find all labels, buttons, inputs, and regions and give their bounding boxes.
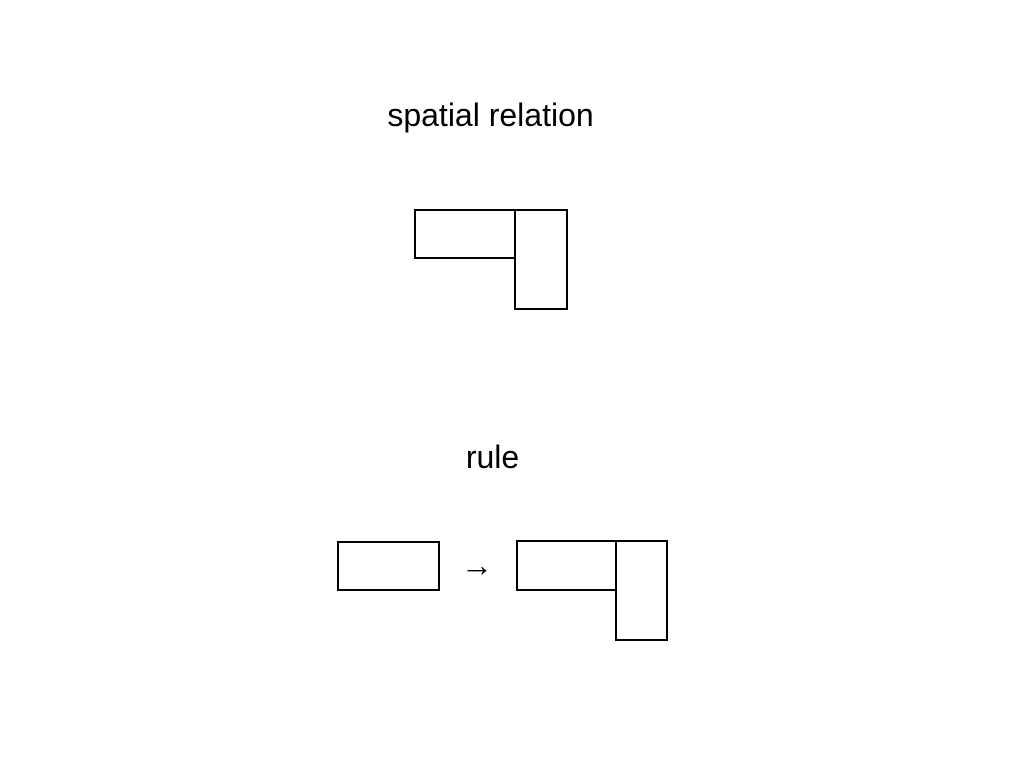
figure-horizontal-rect	[414, 209, 516, 259]
rule-rhs-horizontal-rect	[516, 540, 617, 591]
page-title: spatial relation	[387, 97, 594, 133]
rule-label: rule	[465, 439, 520, 475]
right-arrow-icon: →	[461, 546, 493, 583]
rule-rhs-vertical-rect	[615, 540, 668, 641]
figure-vertical-rect	[514, 209, 568, 310]
rule-lhs-rect	[337, 541, 440, 591]
